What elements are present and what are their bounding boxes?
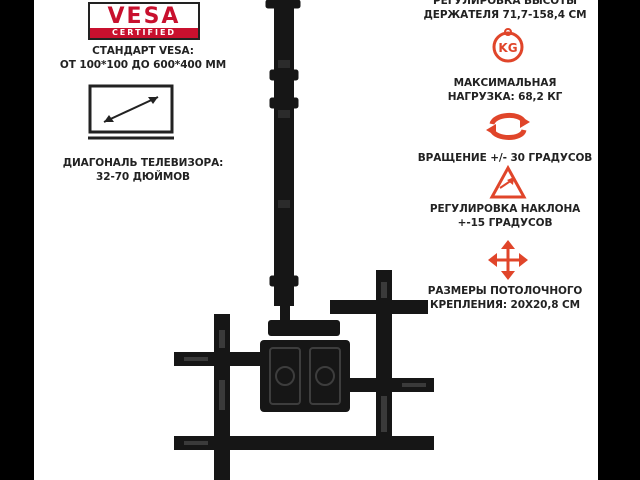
vesa-logo-certified: CERTIFIED [90,28,198,38]
vesa-logo: VESA CERTIFIED [88,2,200,40]
weight-kg-icon: KG [492,28,524,63]
load-text: МАКСИМАЛЬНАЯ НАГРУЗКА: 68,2 КГ [447,77,563,103]
vesa-logo-word: VESA [107,4,181,29]
rotation-text: ВРАЩЕНИЕ +/- 30 ГРАДУСОВ [417,152,593,164]
weight-kg-icon-label: KG [498,41,517,55]
vesa-standard-text: СТАНДАРТ VESA: ОТ 100*100 ДО 600*400 ММ [59,45,227,71]
ceiling-plate-text: РАЗМЕРЫ ПОТОЛОЧНОГО КРЕПЛЕНИЯ: 20Х20,8 С… [427,285,583,311]
diagonal-text: ДИАГОНАЛЬ ТЕЛЕВИЗОРА: 32-70 ДЮЙМОВ [62,157,224,183]
length-text: РЕГУЛИРОВКА ВЫСОТЫ ДЕРЖАТЕЛЯ 71,7-158,4 … [423,0,587,21]
tv-diagonal-icon [88,84,174,140]
tilt-triangle-icon [489,164,527,199]
product-infographic: VESA CERTIFIED СТАНДАРТ VESA: ОТ 100*100… [34,0,598,480]
tilt-text: РЕГУЛИРОВКА НАКЛОНА +-15 ГРАДУСОВ [429,203,581,229]
ceiling-tv-mount-image [174,0,434,480]
rotation-arrows-icon [486,113,530,140]
four-way-arrows-icon [488,240,528,280]
